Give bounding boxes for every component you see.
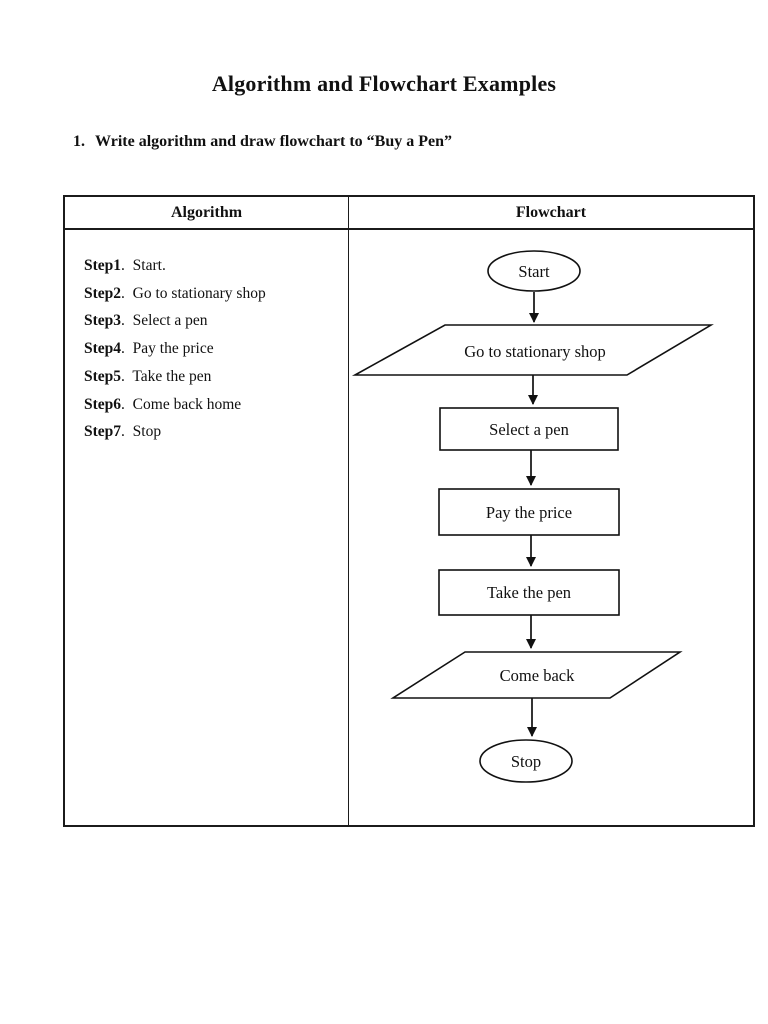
step-separator: . — [121, 340, 133, 358]
step-number: Step2 — [84, 284, 122, 302]
document-title: Algorithm and Flowchart Examples — [211, 71, 557, 96]
flowchart-node-go-to-shop-label: Go to stationary shop — [464, 342, 606, 361]
algorithm-step: Step5. Take the pen — [84, 363, 348, 391]
flowchart-node-take-pen-label: Take the pen — [487, 583, 571, 602]
flowchart-node-come-back-label: Come back — [500, 666, 575, 685]
step-number: Step4 — [84, 340, 122, 358]
flowchart-node-pay-price — [438, 488, 620, 536]
algorithm-step: Step4. Pay the price — [84, 335, 348, 363]
step-separator: . — [121, 423, 133, 441]
flowchart-node-start — [487, 250, 581, 292]
step-action: Select a pen — [132, 312, 208, 330]
column-header-algorithm: Algorithm — [65, 197, 349, 230]
question-text: Write algorithm and draw flowchart to “B… — [95, 133, 453, 150]
column-header-flowchart: Flowchart — [349, 197, 753, 230]
step-number: Step6 — [84, 395, 122, 413]
question-number: 1. — [73, 133, 85, 150]
step-separator: . — [121, 312, 133, 330]
question-heading: 1. Write algorithm and draw flowchart to … — [73, 133, 452, 151]
flowchart-node-select-pen-label: Select a pen — [489, 420, 569, 439]
step-action: Start. — [132, 257, 166, 274]
step-separator: . — [121, 395, 133, 413]
algorithm-step: Step1. Start. — [84, 252, 348, 280]
step-action: Take the pen — [132, 367, 212, 385]
flowchart-cell: Start Go to stationary shop Select a pen… — [349, 230, 753, 825]
algorithm-step: Step7. Stop — [84, 418, 348, 446]
algorithm-cell: Step1. Start. Step2. Go to stationary sh… — [65, 230, 349, 825]
flowchart-node-go-to-shop — [351, 324, 714, 376]
step-action: Pay the price — [132, 340, 214, 358]
step-separator: . — [121, 367, 133, 385]
step-separator: . — [121, 284, 133, 302]
algorithm-step: Step2. Go to stationary shop — [84, 280, 348, 308]
algorithm-step: Step3. Select a pen — [84, 307, 348, 335]
flowchart-node-stop-label: Stop — [511, 752, 541, 771]
algorithm-flowchart-table: Algorithm Flowchart Step1. Start. Step2.… — [63, 195, 755, 827]
flowchart-node-pay-price-label: Pay the price — [486, 503, 572, 522]
step-action: Come back home — [132, 395, 242, 413]
step-number: Step1 — [84, 257, 122, 274]
step-action: Stop — [132, 423, 162, 441]
flowchart-node-take-pen — [438, 569, 620, 616]
step-number: Step3 — [84, 312, 122, 330]
flowchart-node-select-pen — [439, 407, 619, 451]
flowchart-node-stop — [479, 739, 573, 783]
flowchart-node-come-back — [390, 651, 683, 699]
step-number: Step5 — [84, 367, 122, 385]
step-separator: . — [121, 257, 133, 274]
step-action: Go to stationary shop — [132, 284, 266, 302]
step-number: Step7 — [84, 423, 122, 441]
flowchart-node-start-label: Start — [518, 262, 550, 281]
flowchart-diagram: Start Go to stationary shop Select a pen… — [351, 250, 714, 783]
algorithm-step: Step6. Come back home — [84, 391, 348, 419]
